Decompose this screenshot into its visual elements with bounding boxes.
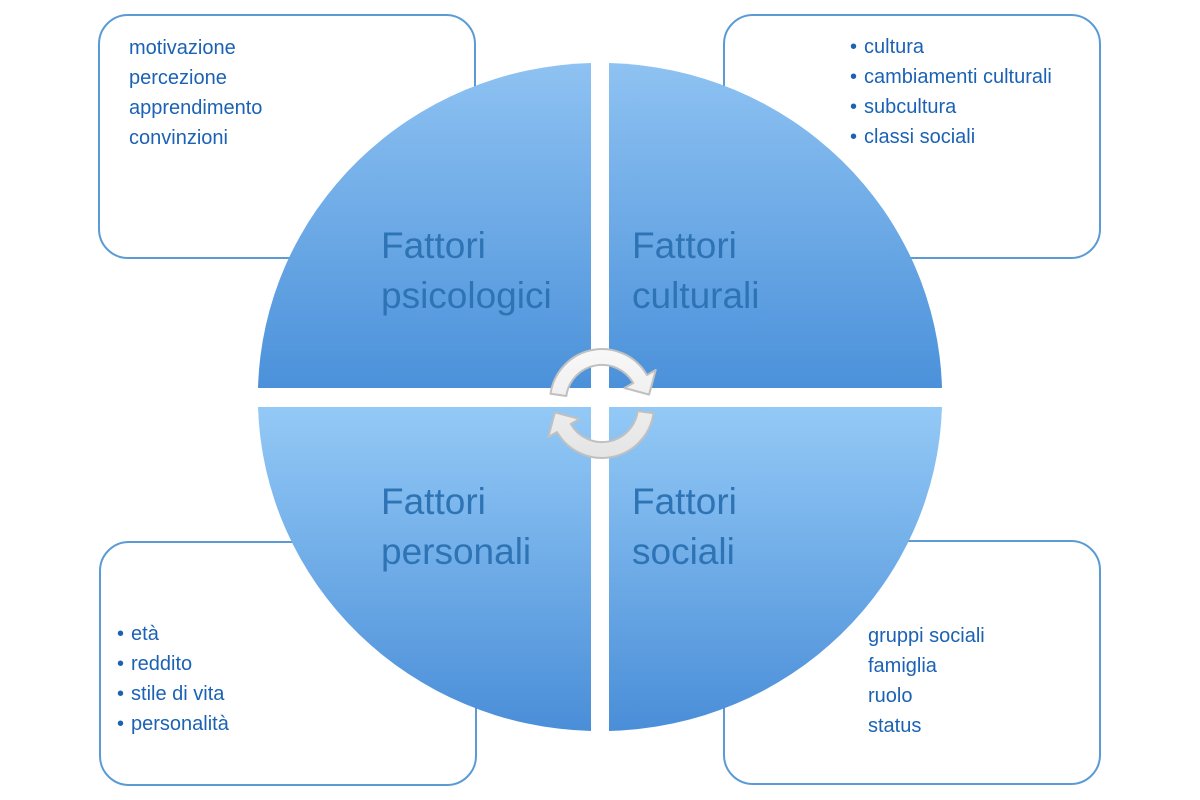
- list-item: gruppi sociali: [868, 621, 1099, 651]
- list-item-text: famiglia: [868, 655, 937, 677]
- quadrant-label-line: culturali: [632, 275, 760, 316]
- quadrant-label-psicologici: Fattori psicologici: [381, 221, 552, 321]
- bullet-icon: •: [117, 653, 125, 675]
- cultural-factor-list: • cultura • cambiamenti culturali • subcultur…: [725, 16, 1099, 152]
- bullet-icon: •: [117, 683, 125, 705]
- list-item-text: stile di vita: [131, 683, 225, 705]
- list-item: motivazione: [129, 33, 474, 63]
- list-item-text: status: [868, 715, 922, 737]
- cycle-arrows-icon: [547, 348, 657, 459]
- list-item-text: classi sociali: [864, 126, 976, 148]
- info-box-cultural: • cultura • cambiamenti culturali • subcultur…: [723, 14, 1101, 259]
- list-item-text: reddito: [131, 653, 193, 675]
- quadrant-label-line: sociali: [632, 531, 735, 572]
- bullet-icon: •: [850, 126, 858, 148]
- list-item: convinzioni: [129, 123, 474, 153]
- list-item-text: convinzioni: [129, 127, 228, 149]
- list-item: famiglia: [868, 651, 1099, 681]
- list-item-text: cultura: [864, 36, 925, 58]
- list-item-text: ruolo: [868, 685, 913, 707]
- bullet-icon: •: [850, 96, 858, 118]
- bullet-icon: •: [850, 36, 858, 58]
- list-item: • subcultura: [850, 92, 1099, 122]
- list-item-text: subcultura: [864, 96, 957, 118]
- bullet-icon: •: [850, 66, 858, 88]
- quadrant-label-line: Fattori: [381, 225, 486, 266]
- personal-factor-list: • età • reddito • stile di vita • personalità: [101, 543, 475, 739]
- list-item: percezione: [129, 63, 474, 93]
- info-box-personal: • età • reddito • stile di vita • personalità: [99, 541, 477, 786]
- list-item: ruolo: [868, 681, 1099, 711]
- list-item: • cultura: [850, 32, 1099, 62]
- list-item: apprendimento: [129, 93, 474, 123]
- quadrant-label-line: Fattori: [381, 481, 486, 522]
- quadrant-label-line: personali: [381, 531, 532, 572]
- list-item: • età: [117, 619, 475, 649]
- cycle-arrow-top: [549, 348, 657, 397]
- cycle-arrow-bottom: [547, 410, 655, 459]
- list-item: • personalità: [117, 709, 475, 739]
- info-box-social: gruppi sociali famiglia ruolo status: [723, 540, 1101, 785]
- quadrant-label-sociali: Fattori sociali: [632, 477, 737, 577]
- list-item: • reddito: [117, 649, 475, 679]
- quadrant-label-line: Fattori: [632, 481, 737, 522]
- list-item-text: età: [131, 623, 159, 645]
- quadrant-label-line: Fattori: [632, 225, 737, 266]
- social-factor-list: gruppi sociali famiglia ruolo status: [725, 542, 1099, 741]
- bullet-icon: •: [117, 713, 125, 735]
- psychological-factor-list: motivazione percezione apprendimento convin…: [100, 16, 474, 153]
- list-item-text: motivazione: [129, 37, 236, 59]
- list-item-text: cambiamenti culturali: [864, 66, 1052, 88]
- list-item: • stile di vita: [117, 679, 475, 709]
- list-item-text: apprendimento: [129, 97, 263, 119]
- list-item-text: personalità: [131, 713, 229, 735]
- list-item-text: percezione: [129, 67, 227, 89]
- quadrant-label-culturali: Fattori culturali: [632, 221, 760, 321]
- quadrant-label-personali: Fattori personali: [381, 477, 531, 577]
- list-item: status: [868, 711, 1099, 741]
- list-item: • classi sociali: [850, 122, 1099, 152]
- bullet-icon: •: [117, 623, 125, 645]
- quadrant-label-line: psicologici: [381, 275, 552, 316]
- list-item-text: gruppi sociali: [868, 625, 985, 647]
- list-item: • cambiamenti culturali: [850, 62, 1099, 92]
